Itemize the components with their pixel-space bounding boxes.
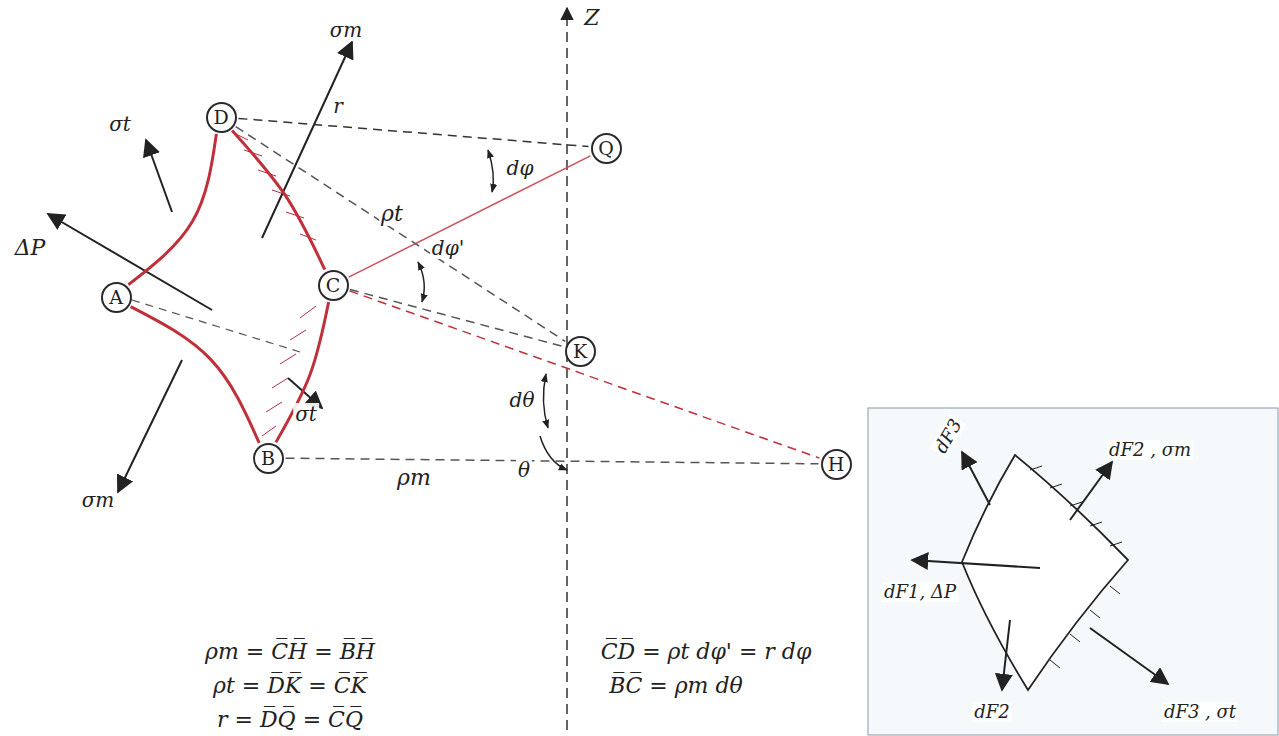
axis-label: Z xyxy=(582,6,601,30)
equation: C̅D̅ = ρt dφ' = r dφ xyxy=(599,640,814,664)
stress-label: σt xyxy=(293,403,319,425)
point-letter: A xyxy=(109,288,123,307)
sigma-m-arrow xyxy=(118,360,182,492)
point-letter: K xyxy=(573,342,587,361)
point-letter: C xyxy=(326,276,341,295)
point-circle: A xyxy=(101,282,132,313)
angle-label: dφ' xyxy=(430,237,466,259)
angle-arc xyxy=(543,374,548,428)
angle-label: dθ xyxy=(508,389,537,411)
radius-label: ρm xyxy=(395,466,433,490)
construction-line xyxy=(349,291,819,458)
angle-arc xyxy=(418,262,424,302)
sigma-m-arrow xyxy=(262,42,352,238)
stress-label: σm xyxy=(80,489,117,511)
force-label: dF2 , σm xyxy=(1107,440,1193,460)
point-circle: B xyxy=(253,443,284,474)
element-edge xyxy=(232,131,325,270)
radius-label: r xyxy=(331,95,345,117)
radius-label: ρt xyxy=(379,202,405,226)
point-circle: H xyxy=(821,449,852,480)
point-letter: H xyxy=(828,455,845,474)
force-label: dF3 , σt xyxy=(1162,702,1238,722)
construction-line xyxy=(236,127,566,342)
point-circle: C xyxy=(318,270,349,301)
construction-line xyxy=(285,458,818,464)
force-arrow xyxy=(1090,628,1168,684)
element-edge xyxy=(131,307,260,443)
equation: r = D̅Q̅ = C̅Q̅ xyxy=(215,708,365,732)
force-arrow xyxy=(962,452,990,505)
point-letter: B xyxy=(261,449,275,468)
inset-element xyxy=(962,455,1128,690)
point-circle: D xyxy=(206,102,237,133)
point-circle: Q xyxy=(591,133,622,164)
inset-panel xyxy=(868,408,1278,735)
angle-label: θ xyxy=(516,459,532,481)
construction-line xyxy=(350,290,563,347)
point-letter: Q xyxy=(598,139,614,158)
force-arrow xyxy=(912,560,1040,568)
force-arrow xyxy=(1002,620,1010,690)
construction-line xyxy=(349,156,591,277)
force-arrow xyxy=(1070,462,1112,520)
angle-arc xyxy=(488,150,493,192)
force-label: dF2 xyxy=(972,702,1011,722)
sigma-t-arrow xyxy=(146,140,172,212)
angle-label: dφ xyxy=(505,157,536,179)
equation: ρm = C̅H̅ = B̅H̅ xyxy=(203,640,377,664)
normal-line xyxy=(132,300,300,352)
equation: ρt = D̅K̅ = C̅K̅ xyxy=(211,674,369,698)
point-letter: D xyxy=(213,108,228,127)
construction-line xyxy=(238,118,588,146)
pressure-label: ΔP xyxy=(13,236,48,260)
angle-arc xyxy=(540,436,567,470)
stress-label: σt xyxy=(107,113,133,135)
equation: B̅C̅ = ρm dθ xyxy=(607,674,745,698)
element-edge xyxy=(128,134,216,285)
point-circle: K xyxy=(565,336,596,367)
inset-hatching xyxy=(1030,466,1122,668)
force-label: dF1, ΔP xyxy=(882,582,958,602)
element-edge xyxy=(276,302,329,442)
stress-label: σm xyxy=(328,19,365,41)
